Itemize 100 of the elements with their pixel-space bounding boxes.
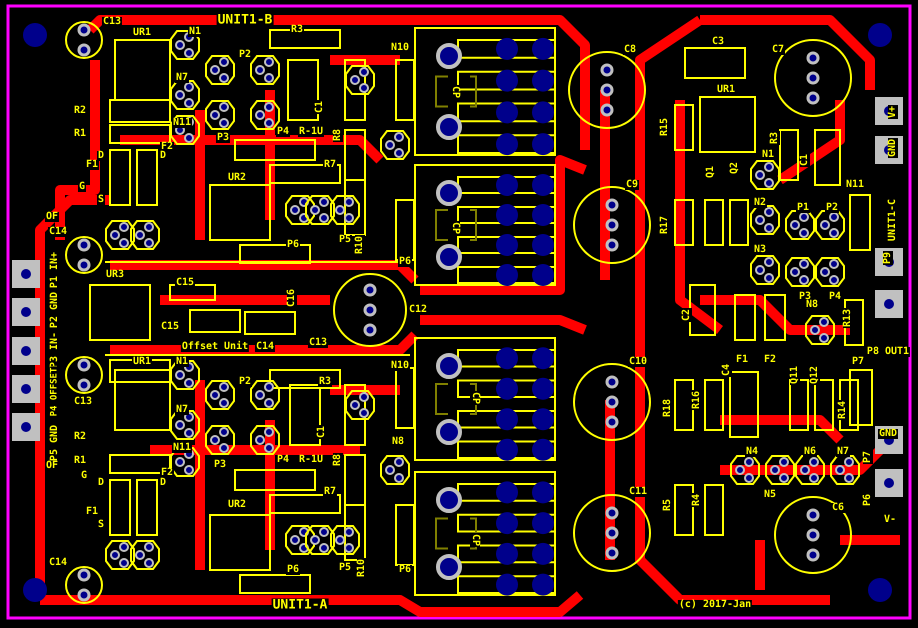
silkscreen-label: CP [470, 390, 480, 406]
silkscreen-label: R-1U [298, 127, 324, 137]
silkscreen-label: UR3 [104, 270, 126, 280]
silkscreen-label: R15 [660, 116, 670, 138]
silkscreen-label: C8 [622, 45, 638, 55]
silkscreen-label: P6 [398, 565, 412, 575]
silkscreen-label: V+ [888, 104, 898, 120]
silkscreen-label: R17 [660, 214, 670, 236]
silkscreen-label: P6 [286, 565, 300, 575]
silkscreen-label: D [158, 151, 168, 161]
silkscreen-label: Q12 [810, 364, 820, 386]
silkscreen-label: P7 [850, 357, 866, 367]
silkscreen-label: F2 [160, 468, 174, 478]
silkscreen-label: R3 [770, 130, 780, 146]
silkscreen-label: N5 [762, 490, 778, 500]
silkscreen-label: R-1U [298, 455, 324, 465]
silkscreen-label: N8 [804, 300, 820, 310]
silkscreen-label: S [96, 195, 106, 205]
silkscreen-label: C14 [48, 227, 68, 237]
silkscreen-label: CP [450, 84, 460, 100]
silkscreen-label: C4 [722, 362, 732, 378]
silkscreen-label: P3 [212, 460, 228, 470]
silkscreen-label: C16 [287, 288, 297, 308]
silkscreen-label: P6 [398, 257, 412, 267]
silkscreen-label: F2 [160, 142, 174, 152]
silkscreen-label: R10 [355, 234, 365, 256]
silkscreen-label: C13 [308, 338, 328, 348]
silkscreen-label: P9 [883, 250, 893, 266]
silkscreen-label: F2 [762, 355, 778, 365]
silkscreen-label: F1 [84, 160, 100, 170]
silkscreen-label: C1 [800, 152, 810, 168]
silkscreen-label: C7 [770, 45, 786, 55]
silkscreen-label: R1 [72, 456, 88, 466]
silkscreen-label: N7 [174, 73, 190, 83]
silkscreen-label: CP [450, 220, 460, 236]
silkscreen-label: C2 [682, 308, 692, 322]
silkscreen-label: R4 [692, 492, 702, 508]
silkscreen-label: P2 [238, 377, 252, 387]
silkscreen-label: N10 [390, 361, 410, 371]
silkscreen-label: D [96, 478, 106, 488]
silkscreen-label: N1 [760, 150, 776, 160]
silkscreen-label: N8 [390, 437, 406, 447]
silkscreen-label: N3 [752, 245, 768, 255]
silkscreen-label: P1 IN+ [50, 250, 60, 290]
silkscreen-label: C12 [408, 305, 428, 315]
silkscreen-label: P3 [216, 133, 230, 143]
silkscreen-label: R3 [318, 377, 332, 387]
silkscreen-label: C15 [160, 322, 180, 332]
silkscreen-label: C3 [710, 37, 726, 47]
silkscreen-label: C1 [315, 100, 325, 114]
silkscreen-label: R5 [663, 498, 673, 512]
silkscreen-label: P4 [828, 292, 842, 302]
silkscreen-label: R13 [843, 308, 853, 328]
silkscreen-label: S [96, 520, 106, 530]
silkscreen-label: Q2 [730, 160, 740, 176]
silkscreen-label: N11 [172, 118, 192, 128]
silkscreen-label: G [78, 182, 86, 192]
silkscreen-label: F1 [734, 355, 750, 365]
silkscreen-label: C15 [174, 278, 196, 288]
silkscreen-label: R2 [72, 432, 88, 442]
silkscreen-label: P5 [338, 235, 352, 245]
silkscreen-label: R1 [72, 129, 88, 139]
silkscreen-label: N6 [802, 447, 818, 457]
silkscreen-label: N1 [188, 27, 202, 37]
silkscreen-label: N11 [172, 443, 192, 453]
silkscreen-label: C13 [72, 397, 94, 407]
silkscreen-label: C6 [830, 503, 846, 513]
silkscreen-label: R18 [663, 398, 673, 418]
silkscreen-label: G [80, 471, 88, 481]
silkscreen-label: Q11 [790, 364, 800, 386]
silkscreen-label: P4 OFFSET [50, 366, 60, 418]
silkscreen-label: P2 [238, 50, 252, 60]
silkscreen-label: C1 [317, 424, 327, 440]
silkscreen-label: UNIT1-C [888, 198, 898, 242]
silkscreen-label: R16 [692, 390, 702, 410]
silkscreen-label: UNIT1-B [216, 14, 274, 26]
silkscreen-label: N7 [836, 447, 850, 457]
silkscreen-label: C14 [254, 342, 276, 352]
silkscreen-label: N7 [174, 405, 190, 415]
silkscreen-label: P5 [338, 563, 352, 573]
silkscreen-label: R7 [322, 487, 338, 497]
silkscreen-label: R10 [357, 558, 367, 578]
silkscreen-label: GND [878, 429, 898, 439]
silkscreen-label: R8 [333, 128, 343, 142]
silkscreen-label: R3 [290, 25, 304, 35]
silkscreen-label: N10 [390, 43, 410, 53]
silkscreen-label: GND [888, 138, 898, 158]
silkscreen-label: V- [882, 515, 898, 525]
silkscreen-label: N1 [174, 357, 190, 367]
silkscreen-label: R2 [72, 106, 88, 116]
silkscreen-label: P4 [276, 127, 290, 137]
silkscreen-label: P4 [276, 455, 290, 465]
silkscreen-label: C10 [628, 357, 648, 367]
silkscreen-label: UR2 [226, 500, 248, 510]
silkscreen-label: R8 [333, 452, 343, 468]
silkscreen-label: UR1 [716, 85, 736, 95]
silkscreen-label: R7 [322, 160, 338, 170]
silkscreen-label: R14 [838, 400, 848, 420]
silkscreen-label: P1 [796, 203, 810, 213]
silkscreen-label: P2 GND [50, 290, 60, 330]
